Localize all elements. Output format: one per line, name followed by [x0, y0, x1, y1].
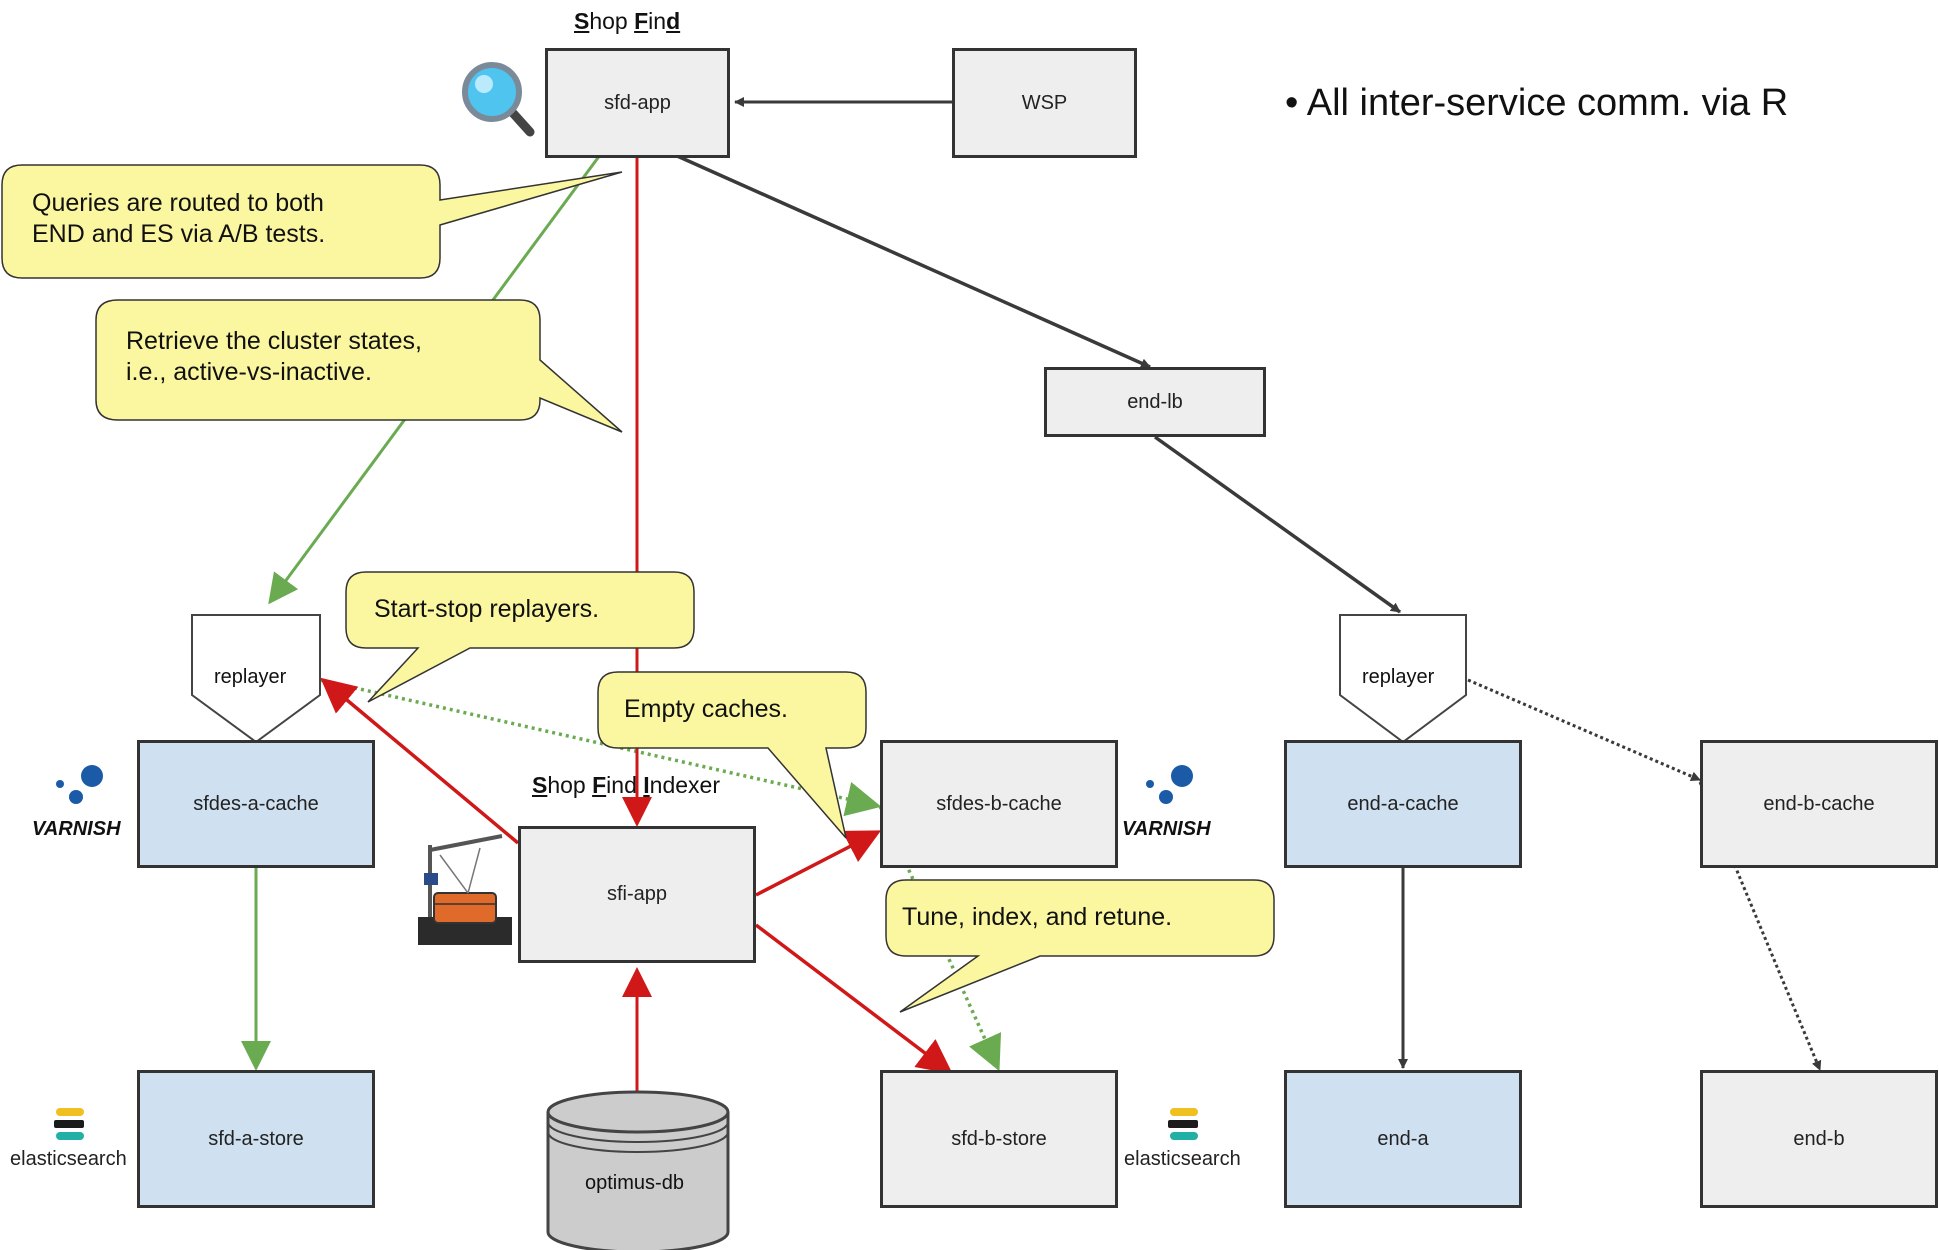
- callout-tune-line1: Tune, index, and retune.: [902, 903, 1173, 931]
- callout-tune-shape: [885, 879, 1275, 1013]
- node-end-b-label: end-b: [1793, 1127, 1845, 1150]
- shop-find-indexer-title-part-4: I: [643, 772, 650, 798]
- node-sfdes-b-cache-label: sfdes-b-cache: [936, 792, 1062, 815]
- edge-endlb-replayer-right: [1153, 435, 1402, 614]
- edge-end-b-cache-end-b: [1698, 781, 1822, 1071]
- node-sfd-a-store[interactable]: sfd-a-store: [137, 1070, 375, 1208]
- callout-empty: Empty caches.: [624, 694, 788, 725]
- crane-ship-icon: [418, 834, 512, 945]
- edge-sfiapp-sfd-b-store: [754, 923, 953, 1075]
- shop-find-title-part-3: in: [648, 8, 667, 34]
- node-sfdes-a-cache-label: sfdes-a-cache: [193, 792, 319, 815]
- elasticsearch-logo-right: [1168, 1108, 1198, 1140]
- node-end-b-cache[interactable]: end-b-cache: [1700, 740, 1938, 868]
- callout-retrieve-line2: i.e., active-vs-inactive.: [126, 358, 372, 386]
- node-sfd-app[interactable]: sfd-app: [545, 48, 730, 158]
- shop-find-title-part-4: d: [666, 8, 681, 34]
- shop-find-indexer-title-part-3: ind: [606, 772, 644, 798]
- varnish-logo-left: [56, 765, 103, 804]
- node-sfd-a-store-label: sfd-a-store: [208, 1127, 304, 1150]
- edge-replayer-left-sfdes-b: [319, 678, 882, 817]
- node-sfi-app-label: sfi-app: [606, 883, 668, 905]
- node-end-a[interactable]: end-a: [1284, 1070, 1522, 1208]
- bullet-note: • All inter-service comm. via R: [1285, 82, 1789, 124]
- shop-find-indexer-title-part-0: S: [532, 772, 548, 798]
- shop-find-title: Shop Find: [574, 8, 680, 35]
- callout-retrieve: Retrieve the cluster states, i.e., activ…: [126, 326, 422, 388]
- node-end-b[interactable]: end-b: [1700, 1070, 1938, 1208]
- edge-sfiapp-replayer-left: [320, 677, 520, 845]
- node-sfdes-b-cache[interactable]: sfdes-b-cache: [880, 740, 1118, 868]
- varnish-logo-right: [1146, 765, 1193, 804]
- shop-find-title-part-1: hop: [589, 8, 635, 34]
- callout-startstop: Start-stop replayers.: [374, 594, 599, 625]
- node-end-b-cache-label: end-b-cache: [1763, 792, 1875, 815]
- callout-empty-shape: [597, 671, 867, 839]
- callout-retrieve-line1: Retrieve the cluster states,: [126, 327, 422, 355]
- varnish-text-left: VARNISH: [32, 818, 121, 840]
- elasticsearch-text-right: elasticsearch: [1124, 1148, 1241, 1170]
- node-end-lb[interactable]: end-lb: [1044, 367, 1266, 437]
- shop-find-title-part-0: S: [574, 8, 590, 34]
- elasticsearch-text-left: elasticsearch: [10, 1148, 127, 1170]
- shop-find-indexer-title-part-5: ndexer: [649, 772, 720, 798]
- node-sfi-app[interactable]: sfi-app: [518, 826, 756, 963]
- edge-sfiapp-sfdes-b: [755, 830, 882, 897]
- node-end-lb-label: end-lb: [1127, 390, 1183, 413]
- node-wsp-label: WSP: [1021, 91, 1068, 114]
- replayer-left-shape: [191, 614, 321, 744]
- shop-find-indexer-title: Shop Find Indexer: [532, 772, 720, 799]
- callout-startstop-line1: Start-stop replayers.: [374, 595, 600, 623]
- callout-empty-line1: Empty caches.: [624, 695, 788, 723]
- callout-tune: Tune, index, and retune.: [902, 902, 1172, 933]
- node-end-a-label: end-a: [1377, 1127, 1429, 1150]
- edge-replayer-right-end-b-cache: [1467, 678, 1701, 782]
- node-end-a-cache-label: end-a-cache: [1347, 792, 1459, 815]
- node-sfd-b-store[interactable]: sfd-b-store: [880, 1070, 1118, 1208]
- node-sfd-b-store-label: sfd-b-store: [951, 1127, 1047, 1150]
- edge-sfdapp-endlb: [674, 153, 1151, 369]
- optimus-db-shape: [546, 1090, 730, 1250]
- varnish-text-right: VARNISH: [1122, 818, 1211, 840]
- shop-find-indexer-title-part-2: F: [592, 772, 607, 798]
- node-replayer-left-label: replayer: [214, 666, 287, 688]
- callout-queries-line1: Queries are routed to both: [32, 189, 324, 217]
- shop-find-title-part-2: F: [634, 8, 649, 34]
- replayer-right-shape: [1339, 614, 1467, 744]
- callout-retrieve-shape: [95, 299, 623, 433]
- node-optimus-db-label: optimus-db: [585, 1172, 684, 1194]
- shop-find-indexer-title-part-1: hop: [547, 772, 593, 798]
- node-end-a-cache[interactable]: end-a-cache: [1284, 740, 1522, 868]
- node-sfdes-a-cache[interactable]: sfdes-a-cache: [137, 740, 375, 868]
- callout-queries-shape: [1, 164, 623, 279]
- magnifier-icon: [462, 62, 535, 137]
- node-sfd-app-label: sfd-app: [604, 91, 671, 114]
- callout-queries-line2: END and ES via A/B tests.: [32, 220, 326, 248]
- elasticsearch-logo-left: [54, 1108, 84, 1140]
- edge-sfdes-b-sfd-b-store: [878, 805, 1002, 1072]
- callout-startstop-shape: [345, 571, 695, 703]
- node-replayer-right-label: replayer: [1362, 666, 1435, 688]
- callout-queries: Queries are routed to both END and ES vi…: [32, 188, 325, 250]
- node-wsp[interactable]: WSP: [952, 48, 1137, 158]
